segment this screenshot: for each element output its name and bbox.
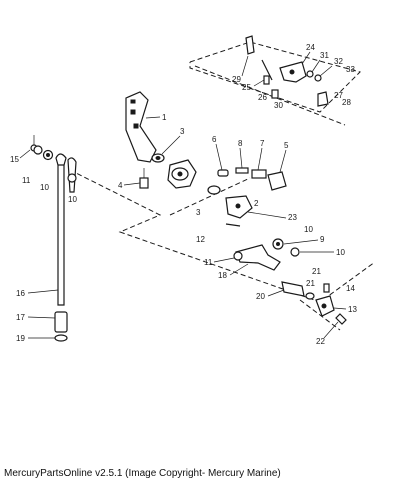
callout-19: 19 [16, 334, 25, 343]
callout-16: 16 [16, 289, 25, 298]
dashed-boundaries [69, 41, 376, 331]
callout-20: 20 [256, 292, 265, 301]
callout-9: 9 [320, 235, 325, 244]
linkage-pins [217, 167, 287, 191]
callout-1: 1 [162, 113, 167, 122]
callout-21a: 21 [306, 279, 315, 288]
shift-lever-bracket [125, 91, 157, 163]
callout-14: 14 [346, 284, 355, 293]
callouts: 1 2 3 3 4 5 6 7 8 9 10 10 10 10 11 11 12… [10, 43, 357, 346]
cam-assembly [167, 159, 253, 219]
callout-13: 13 [348, 305, 357, 314]
callout-17: 17 [16, 313, 25, 322]
top-clip-assembly [245, 35, 329, 107]
washer-3a [151, 153, 165, 163]
callout-11a: 11 [22, 176, 31, 185]
rod-bushing [54, 311, 68, 342]
pivot-bolt-4 [139, 168, 149, 189]
callout-29: 29 [232, 75, 241, 84]
middle-lever [225, 223, 300, 271]
callout-12: 12 [196, 235, 205, 244]
callout-10d: 10 [336, 248, 345, 257]
callout-11b: 11 [204, 258, 213, 267]
callout-27: 27 [334, 91, 343, 100]
callout-21b: 21 [312, 267, 321, 276]
shift-rod [55, 153, 77, 306]
callout-15: 15 [10, 155, 19, 164]
callout-7: 7 [260, 139, 265, 148]
callout-10a: 10 [40, 183, 49, 192]
callout-6: 6 [212, 135, 217, 144]
callout-25: 25 [242, 83, 251, 92]
callout-33: 33 [346, 65, 355, 74]
callout-23: 23 [288, 213, 297, 222]
callout-10b: 10 [68, 195, 77, 204]
callout-4: 4 [118, 181, 123, 190]
callout-30: 30 [274, 101, 283, 110]
copyright-caption: MercuryPartsOnline v2.5.1 (Image Copyrig… [4, 468, 281, 479]
callout-28: 28 [342, 98, 351, 107]
callout-3b: 3 [196, 208, 201, 217]
callout-3a: 3 [180, 127, 185, 136]
exploded-parts-diagram: 1 2 3 3 4 5 6 7 8 9 10 10 10 10 11 11 12… [10, 35, 376, 346]
left-washers [30, 135, 77, 183]
lower-bracket [281, 281, 347, 325]
callout-26: 26 [258, 93, 267, 102]
callout-2: 2 [254, 199, 259, 208]
callout-5: 5 [284, 141, 289, 150]
callout-31: 31 [320, 51, 329, 60]
callout-8: 8 [238, 139, 243, 148]
callout-32: 32 [334, 57, 343, 66]
callout-22: 22 [316, 337, 325, 346]
callout-10c: 10 [304, 225, 313, 234]
callout-24: 24 [306, 43, 315, 52]
callout-18: 18 [218, 271, 227, 280]
